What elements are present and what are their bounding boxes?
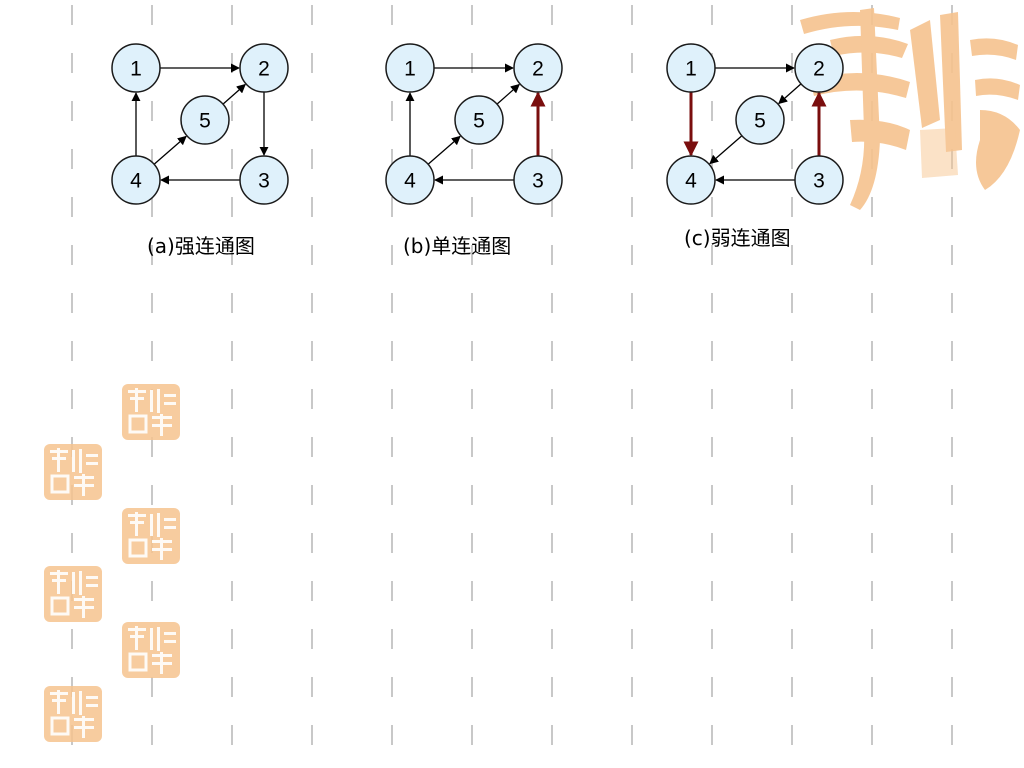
edge-5-to-2 xyxy=(496,83,520,105)
node-1: 1 xyxy=(111,43,161,93)
node-label: 4 xyxy=(404,170,416,193)
node-label: 1 xyxy=(685,58,697,81)
node-circle xyxy=(513,43,563,93)
node-5: 5 xyxy=(735,95,785,145)
node-label: 2 xyxy=(813,58,825,81)
node-label: 5 xyxy=(199,110,211,133)
node-label: 4 xyxy=(130,170,142,193)
node-circle xyxy=(385,155,435,205)
node-label: 3 xyxy=(813,170,825,193)
node-label: 5 xyxy=(473,110,485,133)
node-circle xyxy=(239,155,289,205)
caption-graph-c: (c)弱连通图 xyxy=(684,226,791,250)
node-5: 5 xyxy=(454,95,504,145)
node-label: 1 xyxy=(130,58,142,81)
node-label: 4 xyxy=(685,170,697,193)
edge-4-to-5 xyxy=(153,135,187,165)
node-circle xyxy=(454,95,504,145)
caption-graph-b: (b)单连通图 xyxy=(403,234,512,258)
node-3: 3 xyxy=(513,155,563,205)
node-label: 2 xyxy=(258,58,270,81)
node-2: 2 xyxy=(239,43,289,93)
node-label: 3 xyxy=(258,170,270,193)
node-3: 3 xyxy=(794,155,844,205)
node-3: 3 xyxy=(239,155,289,205)
node-label: 3 xyxy=(532,170,544,193)
node-4: 4 xyxy=(111,155,161,205)
node-1: 1 xyxy=(385,43,435,93)
node-label: 5 xyxy=(754,110,766,133)
node-2: 2 xyxy=(513,43,563,93)
seal-large-decoration xyxy=(800,8,1020,210)
node-circle xyxy=(385,43,435,93)
node-1: 1 xyxy=(666,43,716,93)
node-circle xyxy=(513,155,563,205)
edge-5-to-2 xyxy=(222,83,246,105)
node-4: 4 xyxy=(666,155,716,205)
node-circle xyxy=(666,43,716,93)
node-circle xyxy=(735,95,785,145)
node-circle xyxy=(111,43,161,93)
node-2: 2 xyxy=(794,43,844,93)
edge-5-to-4 xyxy=(709,135,743,165)
node-circle xyxy=(666,155,716,205)
node-circle xyxy=(239,43,289,93)
node-5: 5 xyxy=(180,95,230,145)
node-4: 4 xyxy=(385,155,435,205)
node-circle xyxy=(180,95,230,145)
node-circle xyxy=(111,155,161,205)
node-circle xyxy=(794,155,844,205)
edge-2-to-5 xyxy=(778,83,802,105)
node-circle xyxy=(794,43,844,93)
node-label: 1 xyxy=(404,58,416,81)
caption-graph-a: (a)强连通图 xyxy=(147,234,255,258)
node-label: 2 xyxy=(532,58,544,81)
edge-4-to-5 xyxy=(427,135,461,165)
